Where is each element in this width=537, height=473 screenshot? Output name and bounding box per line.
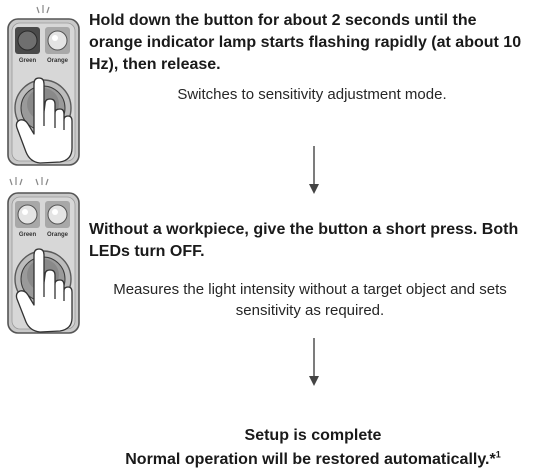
orange-led <box>45 27 70 54</box>
flash-rays-icon <box>9 177 49 186</box>
green-led <box>15 27 40 54</box>
device-illustration-step1: Green Orange <box>7 5 80 166</box>
completion-title: Setup is complete <box>244 427 382 444</box>
down-arrow-icon <box>309 338 319 386</box>
step1-instruction: Hold down the button for about 2 seconds… <box>89 12 522 73</box>
step1-result: Switches to sensitivity adjustment mode. <box>177 86 447 103</box>
step2-instruction: Without a workpiece, give the button a s… <box>89 221 519 260</box>
completion-message-line: Normal operation will be restored automa… <box>80 447 537 473</box>
footnote-mark: 1 <box>495 449 501 460</box>
step2-result: Measures the light intensity without a t… <box>113 281 507 319</box>
green-label: Green <box>19 58 37 64</box>
green-label: Green <box>19 232 37 238</box>
down-arrow-icon <box>309 146 319 194</box>
orange-label: Orange <box>47 58 69 64</box>
orange-label: Orange <box>47 232 69 238</box>
flash-rays-icon <box>36 5 50 14</box>
pressing-hand-icon <box>15 248 73 333</box>
completion-message: Normal operation will be restored automa… <box>125 451 496 468</box>
green-led <box>15 201 40 228</box>
device-illustration-step2: Green Orange <box>7 177 80 334</box>
pressing-hand-icon <box>15 77 73 164</box>
orange-led <box>45 201 70 228</box>
